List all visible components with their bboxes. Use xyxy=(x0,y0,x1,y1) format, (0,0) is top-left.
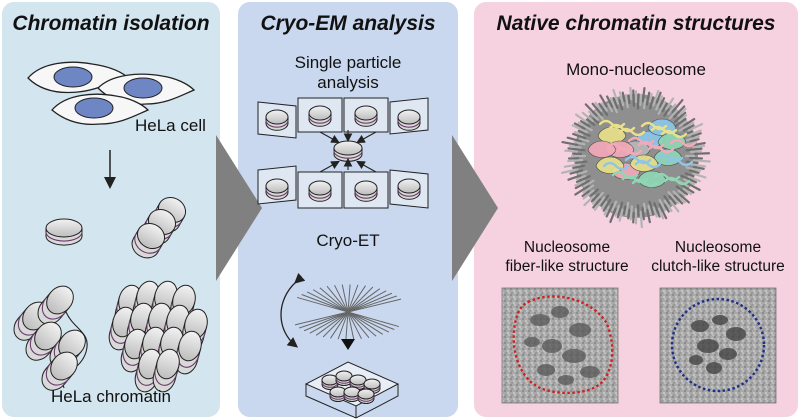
nucleosome-disc xyxy=(333,140,363,162)
nucleosome-disc xyxy=(354,180,378,202)
nucleosome-disc xyxy=(25,321,62,361)
reconstruction-arrow xyxy=(341,339,355,350)
tilt-projection-line xyxy=(296,296,400,328)
fiber-tomogram-image xyxy=(501,287,619,404)
nucleosome-disc xyxy=(397,109,421,131)
nucleosome-disc xyxy=(308,105,332,127)
label-fiber-line1: Nucleosome xyxy=(524,239,610,256)
clutch-tomogram-image xyxy=(659,287,777,404)
nucleosome-disc xyxy=(308,180,332,202)
nucleosome-disc xyxy=(265,178,289,200)
isolated-chromatin-illustration xyxy=(13,196,208,393)
mono-nucleosome-density-map xyxy=(560,86,711,229)
panel-transition-arrow xyxy=(216,135,262,281)
label-mono-nucleosome: Mono-nucleosome xyxy=(566,60,706,79)
label-cryo-et: Cryo-ET xyxy=(316,231,379,250)
convergence-arrow xyxy=(319,160,340,173)
clutch-dotted-circle xyxy=(670,297,766,393)
label-spa-line2: analysis xyxy=(317,73,378,92)
single-particle-analysis-diagram xyxy=(257,97,429,209)
panel-transition-arrow xyxy=(452,135,498,281)
label-fiber-line2: fiber-like structure xyxy=(505,258,628,275)
convergence-arrow xyxy=(319,131,340,144)
nucleosome-disc xyxy=(152,348,180,393)
nucleosome-disc xyxy=(357,388,375,404)
panel-title-isolation: Chromatin isolation xyxy=(12,12,209,35)
nucleosome-disc xyxy=(37,285,74,325)
nucleosome-disc xyxy=(41,351,78,391)
tomogram-box-illustration xyxy=(304,361,400,419)
convergence-arrow xyxy=(356,131,377,144)
nucleosome-disc xyxy=(335,370,353,386)
label-clutch-line2: clutch-like structure xyxy=(651,258,785,275)
panel-title-cryo-em: Cryo-EM analysis xyxy=(260,12,435,35)
nucleosome-disc xyxy=(131,222,166,259)
hela-cells-illustration xyxy=(27,61,196,126)
nucleosome-disc xyxy=(397,178,421,200)
label-clutch-line1: Nucleosome xyxy=(675,239,761,256)
tilt-arc-arrow xyxy=(280,272,306,348)
nucleosome-disc xyxy=(354,105,378,127)
panel-title-structures: Native chromatin structures xyxy=(497,12,776,35)
fiber-dotted-outline xyxy=(512,295,614,395)
label-spa-line1: Single particle xyxy=(295,53,402,72)
label-hela-chromatin: HeLa chromatin xyxy=(51,387,171,406)
tilt-series-fan xyxy=(294,284,402,340)
convergence-arrow xyxy=(356,160,377,173)
nucleosome-disc xyxy=(265,109,289,131)
label-hela-cell: HeLa cell xyxy=(135,116,206,135)
nucleosome-disc xyxy=(45,218,83,246)
